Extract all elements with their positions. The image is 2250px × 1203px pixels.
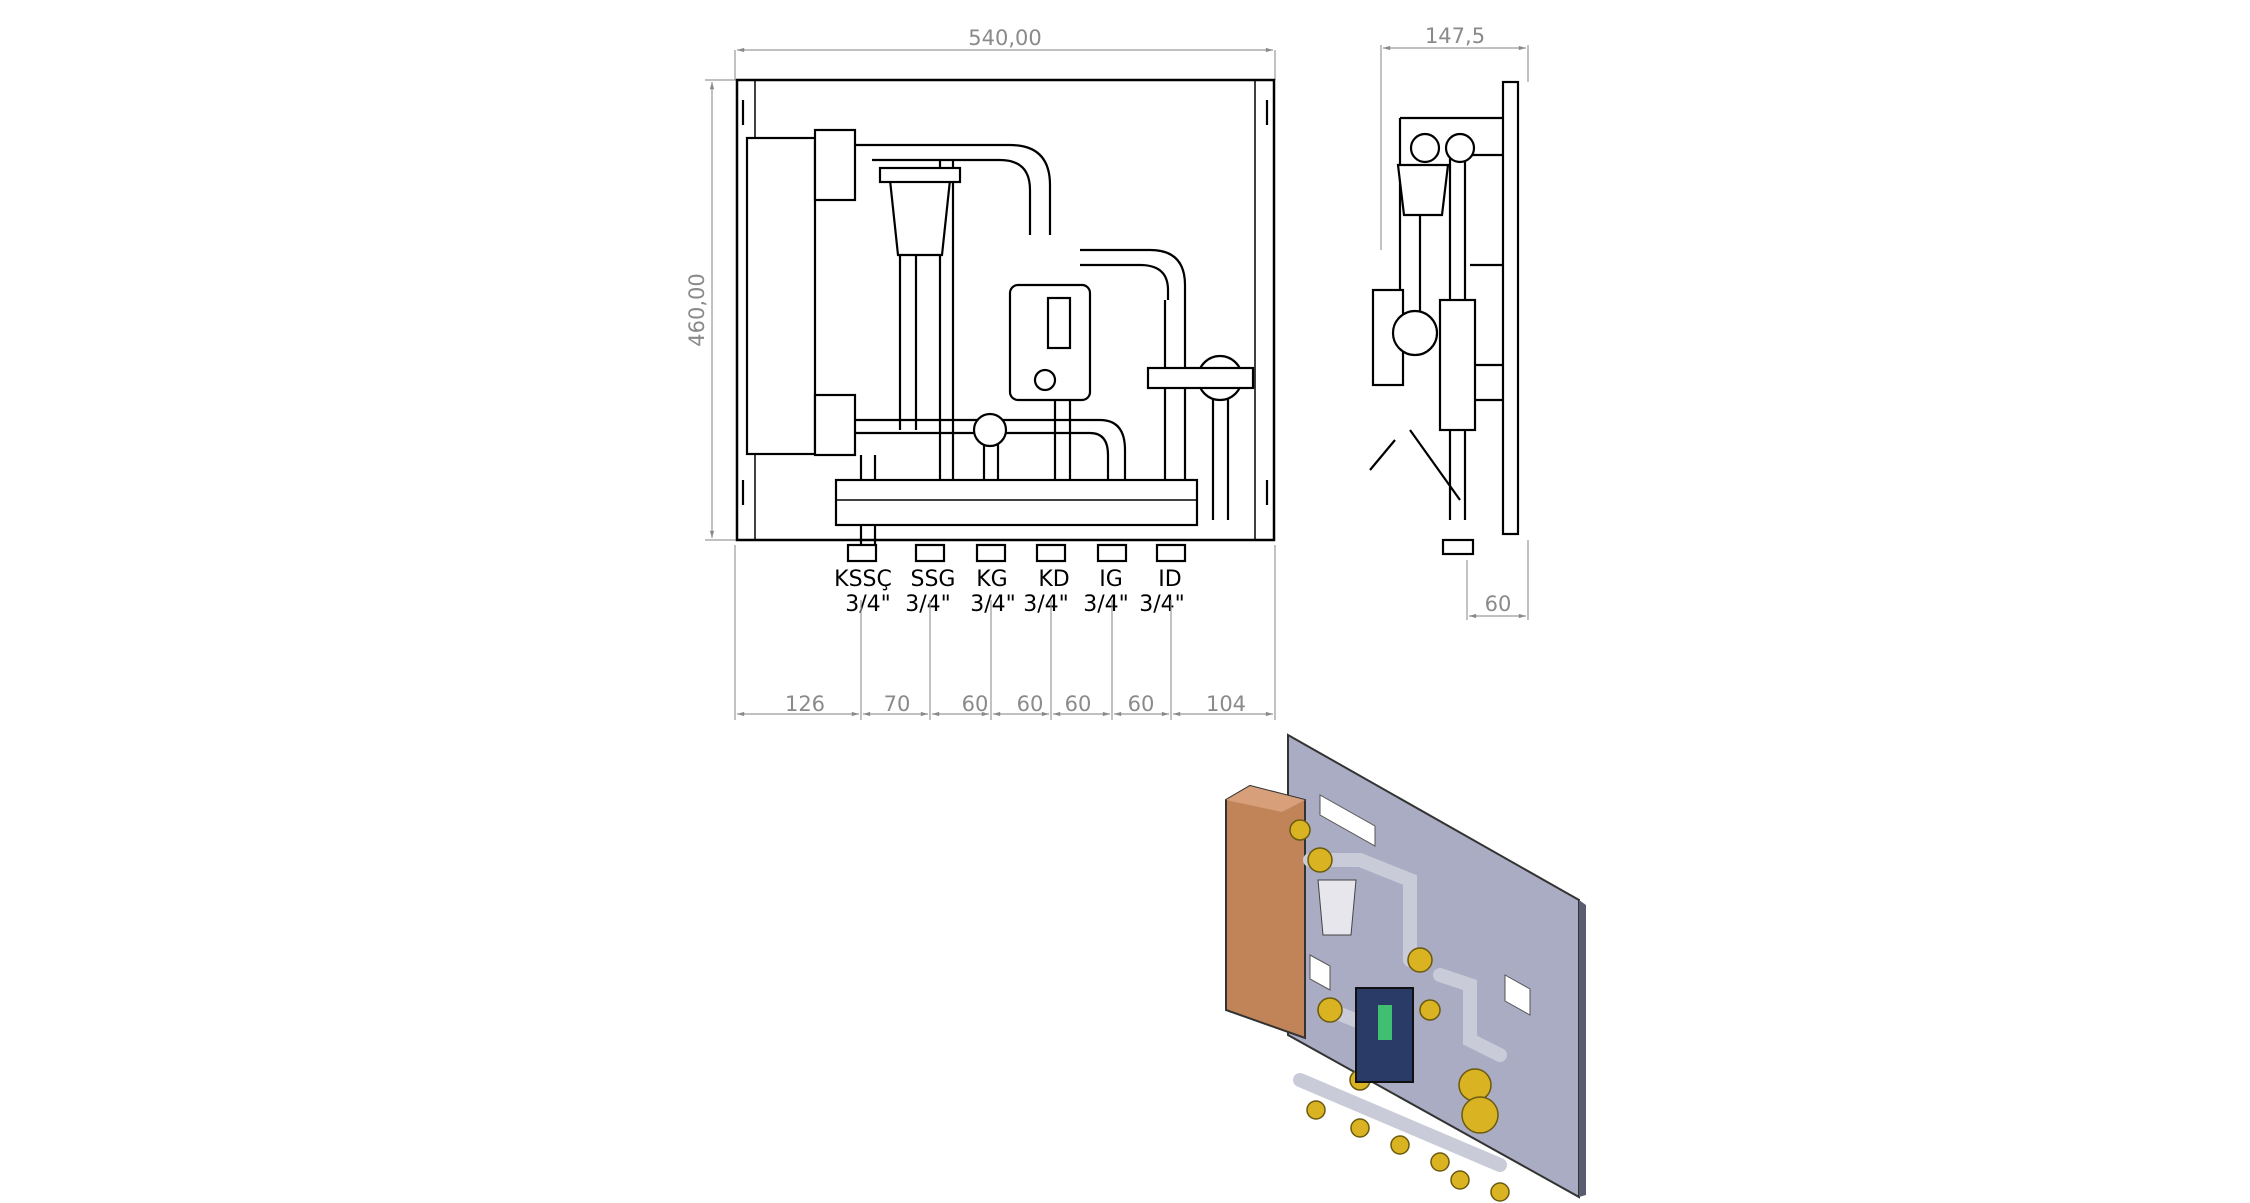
mixing-valve <box>972 412 1008 448</box>
front-view: 540,00 460,00 <box>685 26 1276 720</box>
port-size-ssg: 3/4" <box>905 592 951 617</box>
width-dimension: 540,00 <box>734 26 1276 80</box>
dimension-60-a: 60 <box>962 692 989 716</box>
port-label-kd: KD <box>1038 567 1069 592</box>
dimension-70: 70 <box>884 692 911 716</box>
dimension-60-d: 60 <box>1128 692 1155 716</box>
height-dimension-label: 460,00 <box>685 273 709 346</box>
side-bottom-dimension-label: 60 <box>1485 592 1512 616</box>
port-label-id: ID <box>1158 567 1181 592</box>
port-label-kssc: KSSÇ <box>834 567 892 592</box>
height-dimension: 460,00 <box>685 79 740 541</box>
heat-exchanger <box>745 136 817 456</box>
port-label-kg: KG <box>976 567 1007 592</box>
dimension-60-c: 60 <box>1065 692 1092 716</box>
dimension-60-b: 60 <box>1017 692 1044 716</box>
bottom-dimensions: 126 70 60 60 60 60 104 <box>734 545 1276 720</box>
side-filter <box>1396 163 1450 217</box>
port-size-ig: 3/4" <box>1083 592 1129 617</box>
manifold <box>834 478 1199 527</box>
depth-dimension-label: 147,5 <box>1425 24 1485 48</box>
port-size-kssc: 3/4" <box>845 592 891 617</box>
width-dimension-label: 540,00 <box>968 26 1041 50</box>
side-view: 147,5 60 <box>1369 24 1529 620</box>
port-size-id: 3/4" <box>1139 592 1185 617</box>
iso-plate-cutouts <box>1309 794 1531 1016</box>
iso-brass-fittings <box>1289 819 1510 1202</box>
side-board <box>1501 80 1520 536</box>
filter <box>888 178 952 257</box>
port-size-kg: 3/4" <box>970 592 1016 617</box>
port-labels: KSSÇ 3/4" SSG 3/4" KG 3/4" KD 3/4" IG 3/… <box>834 567 1185 617</box>
port-label-ssg: SSG <box>911 567 956 592</box>
port-label-ig: IG <box>1099 567 1123 592</box>
port-size-kd: 3/4" <box>1023 592 1069 617</box>
iso-pipes <box>1293 853 1507 1172</box>
isometric-view <box>1225 733 1586 1202</box>
iso-heat-exchanger <box>1225 784 1306 1040</box>
mounting-slot-icons <box>741 100 1269 505</box>
iso-filter <box>1317 879 1357 936</box>
port-nuts <box>846 543 1187 563</box>
dimension-104: 104 <box>1206 692 1246 716</box>
dimension-126: 126 <box>785 692 825 716</box>
